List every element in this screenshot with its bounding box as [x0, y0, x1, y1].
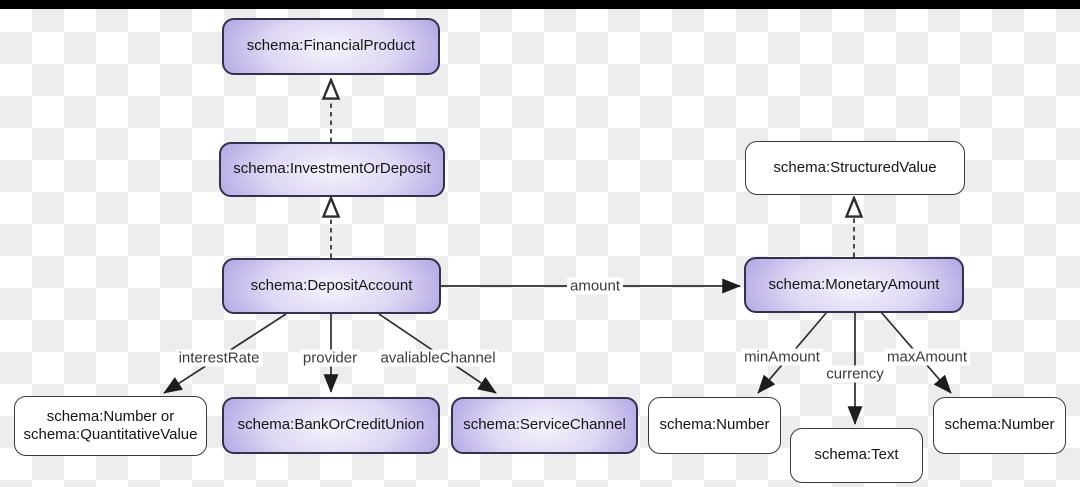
node-label-number-max: schema:Number: [944, 416, 1055, 434]
node-structured-value: schema:StructuredValue: [745, 141, 965, 195]
node-monetary-amount: schema:MonetaryAmount: [744, 257, 964, 313]
edge-label-maxamount: maxAmount: [883, 348, 971, 366]
node-label-deposit-account: schema:DepositAccount: [250, 276, 413, 294]
node-label-number-min: schema:Number: [659, 416, 770, 434]
edge-label-minamount: minAmount: [741, 348, 823, 366]
edge-label-amount: amount: [566, 277, 624, 295]
node-label-service-channel: schema:ServiceChannel: [463, 416, 626, 434]
node-text-currency: schema:Text: [790, 428, 923, 483]
edge-label-currency: currency: [823, 365, 887, 383]
top-black-bar: [0, 0, 1080, 9]
node-financial-product: schema:FinancialProduct: [222, 18, 440, 75]
node-label-bank-or-credit-union: schema:BankOrCreditUnion: [237, 416, 425, 434]
node-service-channel: schema:ServiceChannel: [451, 397, 638, 454]
edge-label-avaliablechannel: avaliableChannel: [377, 349, 499, 367]
node-label-monetary-amount: schema:MonetaryAmount: [768, 275, 940, 293]
node-number-min: schema:Number: [648, 397, 781, 454]
edge-label-provider: provider: [299, 349, 361, 367]
edge-label-interestrate: interestRate: [175, 349, 263, 367]
node-number-or-quantitative-value: schema:Number or schema:QuantitativeValu…: [14, 396, 207, 456]
node-label-text-currency: schema:Text: [814, 446, 899, 464]
node-label-investment-or-deposit: schema:InvestmentOrDeposit: [233, 160, 431, 178]
node-investment-or-deposit: schema:InvestmentOrDeposit: [219, 142, 445, 197]
node-label-number-or-quantitative-value: schema:Number or schema:QuantitativeValu…: [23, 407, 198, 443]
node-label-structured-value: schema:StructuredValue: [773, 158, 937, 176]
node-number-max: schema:Number: [933, 397, 1066, 454]
node-label-financial-product: schema:FinancialProduct: [246, 37, 416, 55]
node-deposit-account: schema:DepositAccount: [222, 258, 441, 314]
node-bank-or-credit-union: schema:BankOrCreditUnion: [222, 397, 440, 454]
